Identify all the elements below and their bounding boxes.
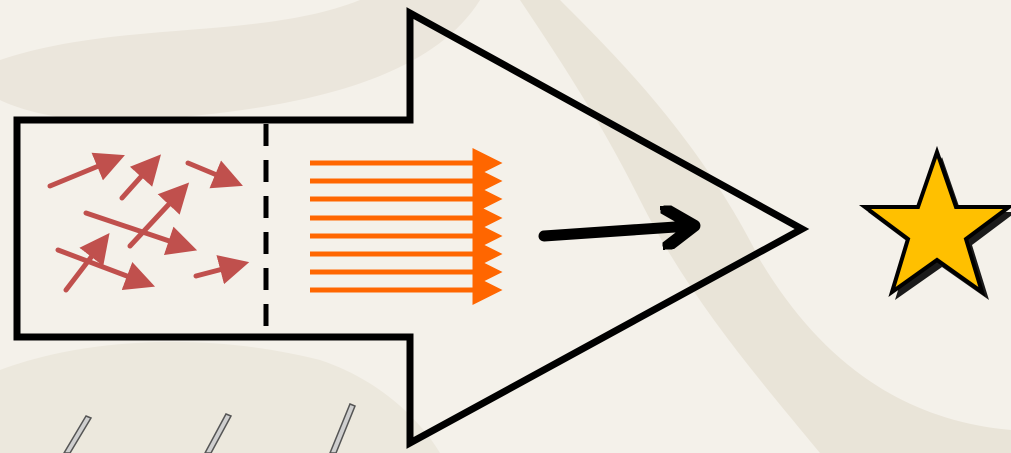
random-arrow bbox=[50, 158, 118, 186]
star-icon bbox=[865, 152, 1011, 300]
random-arrow bbox=[122, 160, 156, 198]
random-arrow bbox=[196, 264, 242, 276]
coherent-arrows-group bbox=[310, 163, 495, 290]
random-arrows-group bbox=[50, 158, 242, 290]
random-arrow bbox=[188, 163, 236, 183]
